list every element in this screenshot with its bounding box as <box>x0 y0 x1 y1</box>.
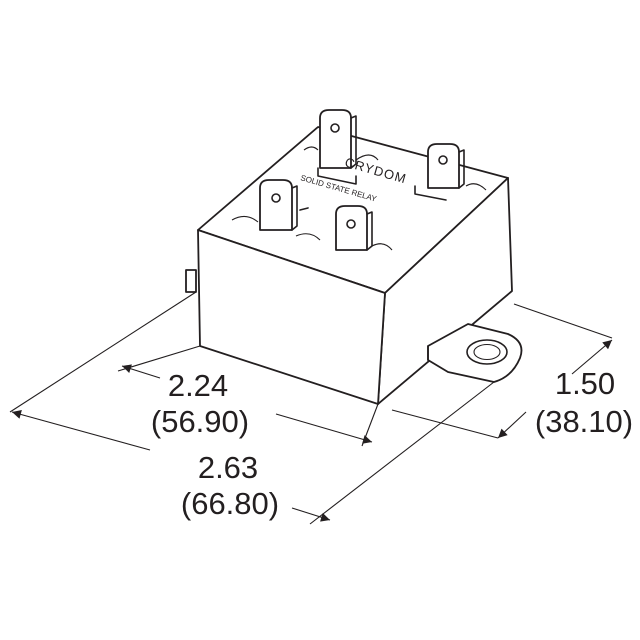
overall-width-arrow-left <box>11 410 151 451</box>
overall-width-inch: 2.63 <box>198 450 258 485</box>
overall-width-mm: (66.80) <box>181 486 279 521</box>
dimension-labels: 2.24 (56.90) 2.63 (66.80) 1.50 (38.10) <box>151 366 633 521</box>
depth-arrow-top <box>571 339 613 375</box>
terminal-wires <box>231 146 487 251</box>
inner-width-mm: (56.90) <box>151 404 249 439</box>
terminal-back-right <box>414 143 465 201</box>
inner-width-arrow-left <box>121 364 161 379</box>
terminal-front-left <box>259 179 309 231</box>
extension-lines <box>9 291 613 525</box>
depth-inch: 1.50 <box>555 366 615 401</box>
inner-width-arrow-right <box>275 413 373 444</box>
overall-width-arrow-right <box>291 507 331 522</box>
depth-arrow-bottom <box>497 411 527 439</box>
mounting-tab <box>427 323 523 383</box>
terminal-back-left <box>317 109 357 185</box>
terminal-front-right <box>335 205 373 251</box>
side-stub <box>185 269 197 293</box>
inner-width-inch: 2.24 <box>168 368 228 403</box>
dimension-lines <box>11 339 613 522</box>
depth-mm: (38.10) <box>535 404 633 439</box>
